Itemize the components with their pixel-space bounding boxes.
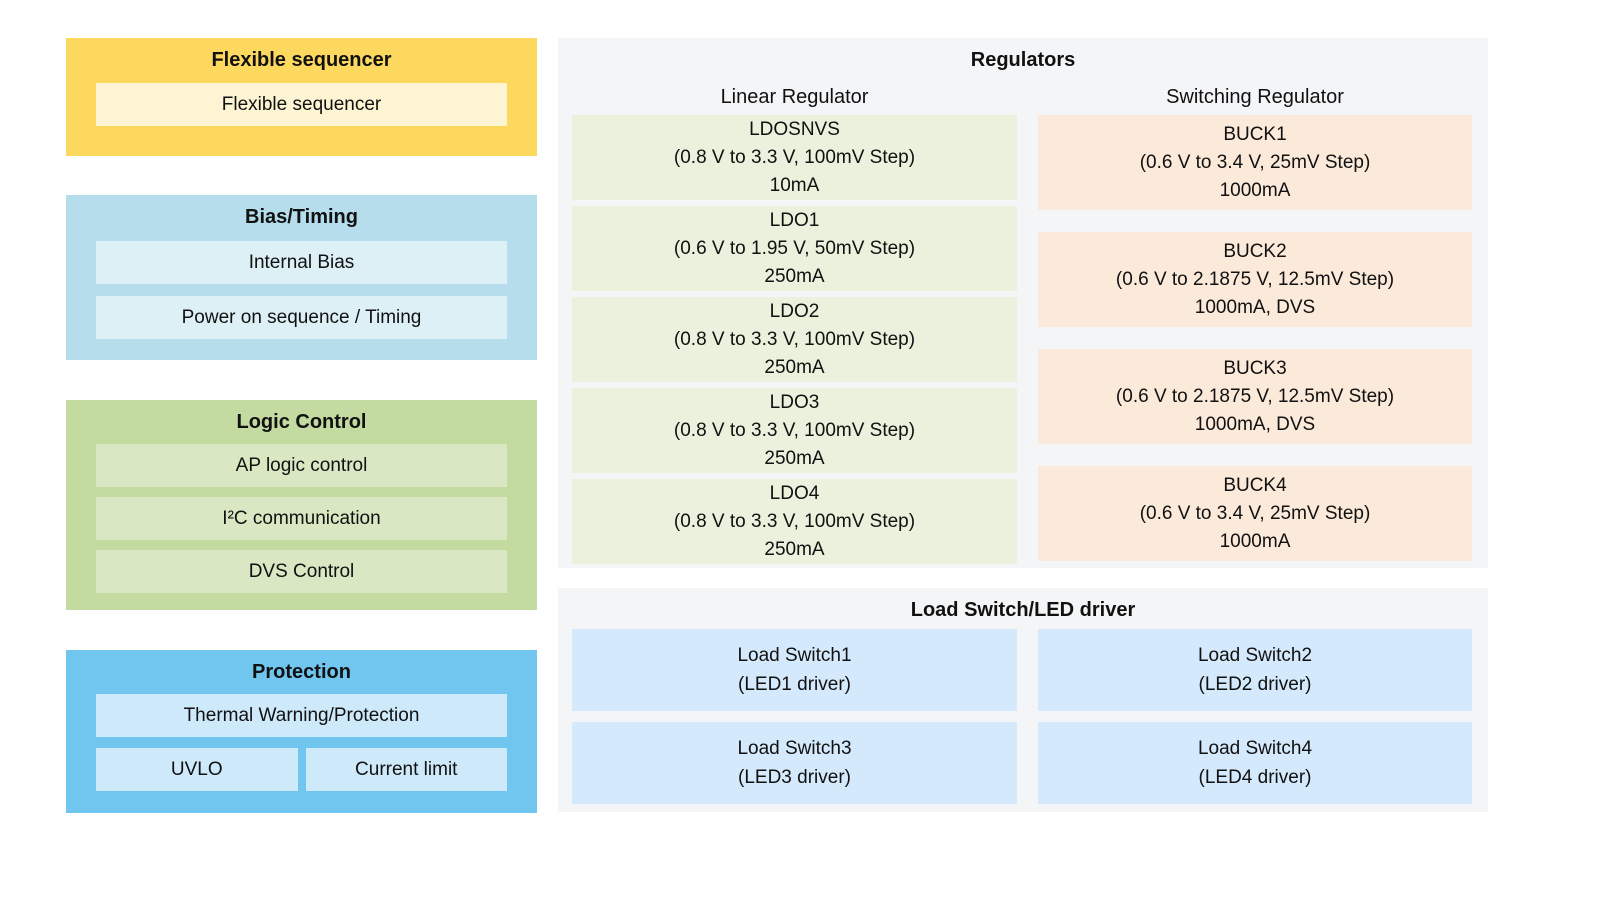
load-switch-grid: Load Switch1 (LED1 driver) Load Switch2 … [572, 629, 1472, 804]
load-switch2-block: Load Switch2 (LED2 driver) [1038, 629, 1472, 711]
buck3-range: (0.6 V to 2.1875 V, 12.5mV Step) [1115, 385, 1395, 407]
load-switch2-name: Load Switch2 [1197, 645, 1313, 666]
flexible-sequencer-group: Flexible sequencer Flexible sequencer [66, 38, 537, 156]
load-switch-panel-title: Load Switch/LED driver [910, 599, 1136, 621]
logic-control-group-title: Logic Control [236, 411, 367, 433]
load-switch1-sub: (LED1 driver) [738, 674, 851, 695]
protection-group: Protection Thermal Warning/Protection UV… [66, 650, 537, 813]
ldo2-range: (0.8 V to 3.3 V, 100mV Step) [673, 328, 916, 350]
regulators-columns: Linear Regulator LDOSNVS (0.8 V to 3.3 V… [572, 84, 1472, 583]
ldo2-current: 250mA [764, 356, 825, 378]
flexible-sequencer-block: Flexible sequencer [96, 83, 507, 126]
buck2-name: BUCK2 [1223, 240, 1287, 262]
flexible-sequencer-group-title: Flexible sequencer [211, 49, 392, 71]
ldo1-range: (0.6 V to 1.95 V, 50mV Step) [673, 237, 916, 259]
logic-control-group: Logic Control AP logic control I²C commu… [66, 400, 537, 610]
buck2-current: 1000mA, DVS [1194, 296, 1316, 318]
load-switch-led-driver-panel: Load Switch/LED driver Load Switch1 (LED… [558, 588, 1488, 812]
protection-group-title: Protection [252, 661, 351, 683]
ldo4-range: (0.8 V to 3.3 V, 100mV Step) [673, 510, 916, 532]
ldo4-block: LDO4 (0.8 V to 3.3 V, 100mV Step) 250mA [572, 479, 1017, 564]
ldo3-name: LDO3 [769, 391, 820, 413]
uvlo-block: UVLO [96, 748, 298, 791]
load-switch1-name: Load Switch1 [737, 645, 852, 666]
ldo1-block: LDO1 (0.6 V to 1.95 V, 50mV Step) 250mA [572, 206, 1017, 291]
current-limit-block: Current limit [305, 748, 507, 791]
protection-bottom-row: UVLO Current limit [96, 748, 507, 791]
ldosnvs-range: (0.8 V to 3.3 V, 100mV Step) [673, 146, 916, 168]
ldo1-current: 250mA [764, 265, 825, 287]
ldo4-current: 250mA [764, 538, 825, 560]
buck1-name: BUCK1 [1223, 123, 1287, 145]
ldo2-block: LDO2 (0.8 V to 3.3 V, 100mV Step) 250mA [572, 297, 1017, 382]
buck2-range: (0.6 V to 2.1875 V, 12.5mV Step) [1115, 268, 1395, 290]
buck1-range: (0.6 V to 3.4 V, 25mV Step) [1139, 151, 1371, 173]
linear-regulator-header: Linear Regulator [720, 86, 869, 108]
buck4-range: (0.6 V to 3.4 V, 25mV Step) [1139, 502, 1371, 524]
thermal-warning-protection-block: Thermal Warning/Protection [96, 694, 507, 737]
buck1-block: BUCK1 (0.6 V to 3.4 V, 25mV Step) 1000mA [1038, 115, 1472, 210]
buck3-current: 1000mA, DVS [1194, 413, 1316, 435]
ldo1-name: LDO1 [769, 209, 820, 231]
load-switch4-block: Load Switch4 (LED4 driver) [1038, 722, 1472, 804]
load-switch3-block: Load Switch3 (LED3 driver) [572, 722, 1017, 804]
load-switch4-sub: (LED4 driver) [1198, 767, 1312, 788]
load-switch3-sub: (LED3 driver) [738, 767, 851, 788]
linear-regulator-column: Linear Regulator LDOSNVS (0.8 V to 3.3 V… [572, 84, 1017, 583]
switching-regulator-column: Switching Regulator BUCK1 (0.6 V to 3.4 … [1038, 84, 1472, 583]
load-switch2-sub: (LED2 driver) [1198, 674, 1312, 695]
load-switch3-name: Load Switch3 [737, 738, 852, 759]
buck1-current: 1000mA [1219, 179, 1291, 201]
ldo3-current: 250mA [764, 447, 825, 469]
buck3-block: BUCK3 (0.6 V to 2.1875 V, 12.5mV Step) 1… [1038, 349, 1472, 444]
ldo4-name: LDO4 [769, 482, 820, 504]
bias-timing-group: Bias/Timing Internal Bias Power on seque… [66, 195, 537, 360]
power-on-sequence-timing-block: Power on sequence / Timing [96, 296, 507, 339]
load-switch1-block: Load Switch1 (LED1 driver) [572, 629, 1017, 711]
buck4-block: BUCK4 (0.6 V to 3.4 V, 25mV Step) 1000mA [1038, 466, 1472, 561]
buck4-name: BUCK4 [1223, 474, 1287, 496]
switching-regulator-header: Switching Regulator [1166, 86, 1344, 108]
ldosnvs-name: LDOSNVS [749, 118, 840, 140]
dvs-control-block: DVS Control [96, 550, 507, 593]
load-switch4-name: Load Switch4 [1197, 738, 1313, 759]
bias-timing-group-title: Bias/Timing [245, 206, 358, 228]
ldosnvs-current: 10mA [769, 174, 820, 196]
buck4-current: 1000mA [1219, 530, 1291, 552]
ldo2-name: LDO2 [769, 300, 820, 322]
ldosnvs-block: LDOSNVS (0.8 V to 3.3 V, 100mV Step) 10m… [572, 115, 1017, 200]
ap-logic-control-block: AP logic control [96, 444, 507, 487]
ldo3-block: LDO3 (0.8 V to 3.3 V, 100mV Step) 250mA [572, 388, 1017, 473]
internal-bias-block: Internal Bias [96, 241, 507, 284]
regulators-panel-title: Regulators [970, 49, 1076, 71]
ldo3-range: (0.8 V to 3.3 V, 100mV Step) [673, 419, 916, 441]
buck3-name: BUCK3 [1223, 357, 1287, 379]
buck2-block: BUCK2 (0.6 V to 2.1875 V, 12.5mV Step) 1… [1038, 232, 1472, 327]
i2c-communication-block: I²C communication [96, 497, 507, 540]
regulators-panel: Regulators Linear Regulator LDOSNVS (0.8… [558, 38, 1488, 568]
